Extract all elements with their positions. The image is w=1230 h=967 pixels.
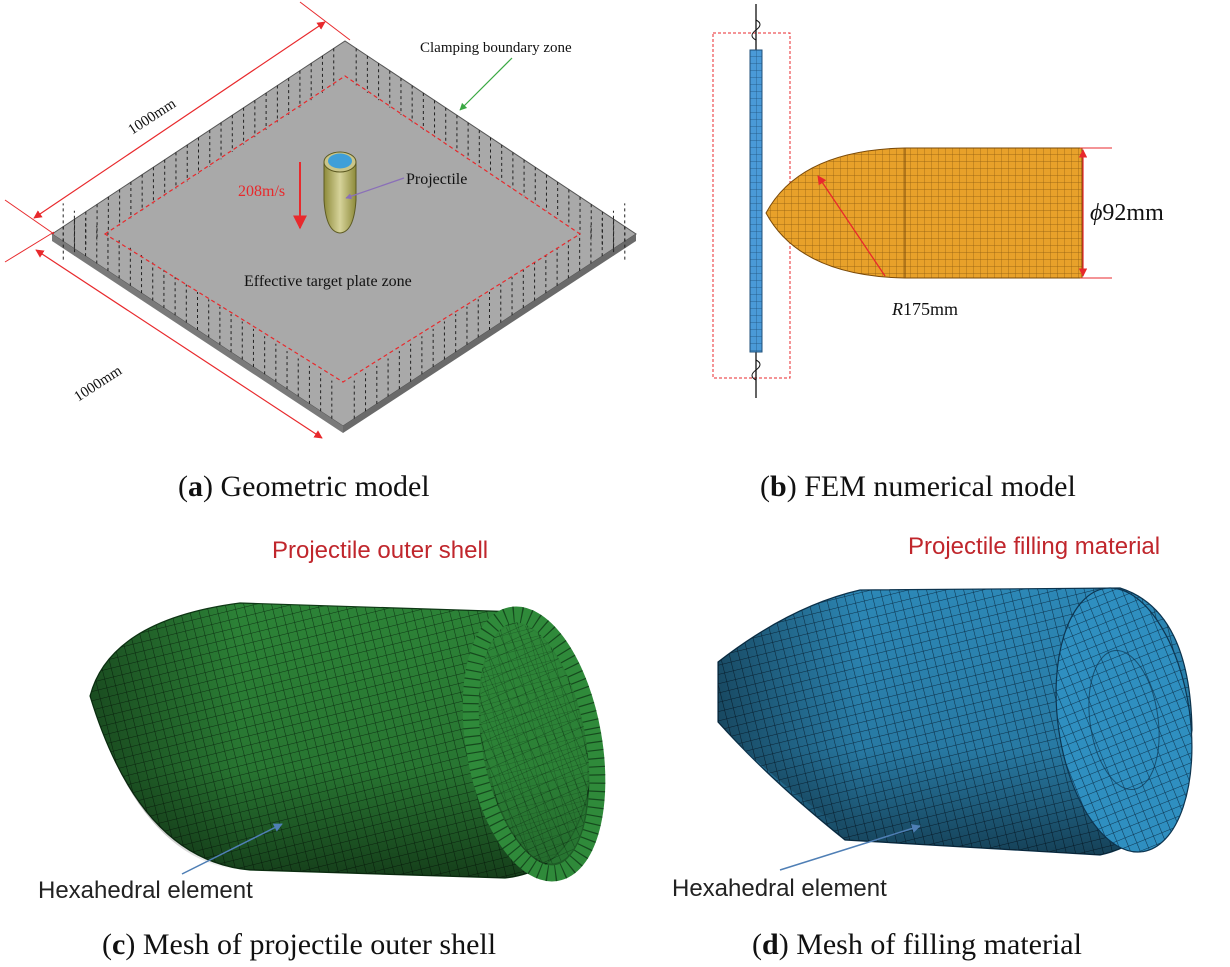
dimension-ext-3 bbox=[4, 231, 55, 263]
shell-opening-rim-lines bbox=[462, 606, 606, 882]
caption-c: (c) Mesh of projectile outer shell bbox=[102, 928, 496, 961]
panel-c-element-arrow bbox=[181, 823, 283, 875]
break-symbol-bottom bbox=[751, 359, 761, 381]
target-plate bbox=[51, 40, 637, 427]
fem-target-plate bbox=[749, 49, 763, 353]
dimension-top-label: 1000mm bbox=[125, 96, 179, 139]
dimension-ext-2 bbox=[299, 1, 351, 41]
panel-d-filling-mesh: Projectile filling material Hexahedral e… bbox=[672, 533, 1193, 902]
clamping-label: Clamping boundary zone bbox=[420, 40, 572, 56]
caption-b: (b) FEM numerical model bbox=[760, 470, 1076, 503]
effective-zone-label: Effective target plate zone bbox=[244, 273, 412, 290]
panel-d-title: Projectile filling material bbox=[908, 533, 1160, 560]
clamping-pointer bbox=[459, 57, 513, 111]
dimension-bottom-label: 1000mm bbox=[71, 363, 125, 406]
fem-projectile-mesh bbox=[765, 147, 1083, 279]
dimension-line-top bbox=[33, 21, 326, 219]
break-symbol-top bbox=[751, 19, 761, 41]
filling-nose-shade bbox=[718, 590, 860, 840]
panel-a-geometric-model: 1000mm 1000mm 208m/s Projectile Clamping… bbox=[4, 1, 637, 439]
panel-c-title: Projectile outer shell bbox=[272, 537, 488, 564]
dimension-line-bottom bbox=[35, 249, 323, 439]
filling-end-face bbox=[1055, 587, 1193, 853]
shell-inner bbox=[480, 624, 588, 864]
target-plate-edge-right bbox=[343, 234, 636, 433]
shell-nose-shade bbox=[90, 603, 240, 870]
radius-label: R175mm bbox=[891, 299, 958, 319]
projectile-label: Projectile bbox=[406, 171, 467, 188]
plate-region-box bbox=[712, 32, 791, 379]
velocity-label: 208m/s bbox=[238, 183, 285, 200]
panel-d-element-label: Hexahedral element bbox=[672, 875, 887, 902]
projectile-icon bbox=[323, 151, 357, 234]
panel-c-element-label: Hexahedral element bbox=[38, 877, 253, 904]
panel-b-fem-model: ϕ92mm R175mm bbox=[712, 4, 1164, 398]
panel-c-outer-shell-mesh: Projectile outer shell Hexahedral elemen… bbox=[38, 537, 606, 904]
caption-d: (d) Mesh of filling material bbox=[752, 928, 1082, 961]
caption-a: (a) Geometric model bbox=[178, 470, 430, 503]
projectile-pointer bbox=[345, 177, 405, 200]
filling-end-core bbox=[1088, 650, 1160, 790]
dimension-ext-1 bbox=[4, 199, 55, 235]
diameter-label: ϕ92mm bbox=[1090, 200, 1164, 226]
radius-dimension-line bbox=[817, 175, 886, 277]
panel-d-element-arrow bbox=[779, 824, 921, 871]
